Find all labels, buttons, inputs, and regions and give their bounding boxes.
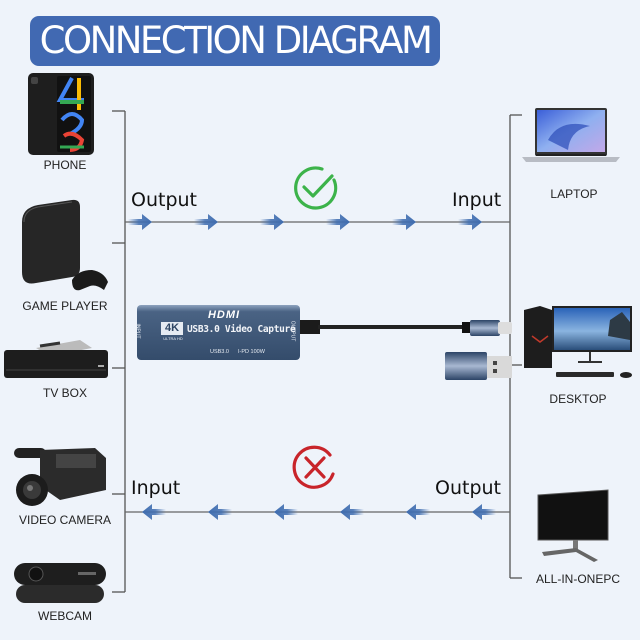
tv-box-icon [4, 340, 108, 378]
flow-arrow [340, 504, 364, 520]
incorrect-flow-arrows [142, 504, 496, 520]
target-label-laptop: LAPTOP [550, 187, 598, 201]
flow-arrow [208, 504, 232, 520]
page-title: CONNECTION DIAGRAM [30, 16, 440, 66]
flow-arrow [472, 504, 496, 520]
monitor-icon [537, 489, 609, 562]
check-icon [294, 166, 338, 210]
source-label-phone: PHONE [43, 158, 87, 172]
incorrect-right-label: Output [435, 477, 501, 499]
device-output-port: OUTPUT [289, 320, 296, 342]
laptop-icon [522, 108, 620, 162]
device-brand: HDMI [207, 309, 241, 321]
flow-arrow [260, 214, 284, 230]
correct-left-label: Output [131, 189, 197, 211]
flow-arrow [194, 214, 218, 230]
target-bracket [509, 114, 522, 579]
flow-arrow [406, 504, 430, 520]
source-label-game-player: GAME PLAYER [22, 299, 108, 313]
flow-arrow [326, 214, 350, 230]
target-label-desktop: DESKTOP [549, 392, 607, 406]
device-spec-usb: USB3.0 [210, 349, 229, 355]
cross-icon [292, 445, 335, 489]
flow-arrow [128, 214, 152, 230]
flow-arrow [392, 214, 416, 230]
capture-card [137, 305, 512, 380]
device-4k-badge: 4K [161, 322, 183, 335]
game-console-icon [22, 199, 108, 291]
target-label-all-in-one: ALL-IN-ONEPC [535, 572, 621, 586]
device-input-port: INPUT [134, 323, 141, 339]
correct-right-label: Input [452, 189, 502, 211]
video-camera-icon [14, 448, 106, 506]
desktop-icon [524, 306, 632, 378]
webcam-icon [14, 563, 106, 603]
device-4k-sub: ULTRA HD [163, 336, 183, 341]
source-label-video-camera: VIDEO CAMERA [18, 513, 111, 527]
phone-icon [28, 73, 94, 155]
device-name: USB3.0 Video Capture [187, 324, 296, 335]
flow-arrow [142, 504, 166, 520]
source-label-webcam: WEBCAM [38, 609, 92, 623]
correct-flow-arrows [128, 214, 482, 230]
flow-arrow [274, 504, 298, 520]
source-label-tv-box: TV BOX [42, 386, 87, 400]
incorrect-left-label: Input [131, 477, 181, 499]
device-spec-pd: I-PD 100W [238, 349, 265, 355]
flow-arrow [458, 214, 482, 230]
